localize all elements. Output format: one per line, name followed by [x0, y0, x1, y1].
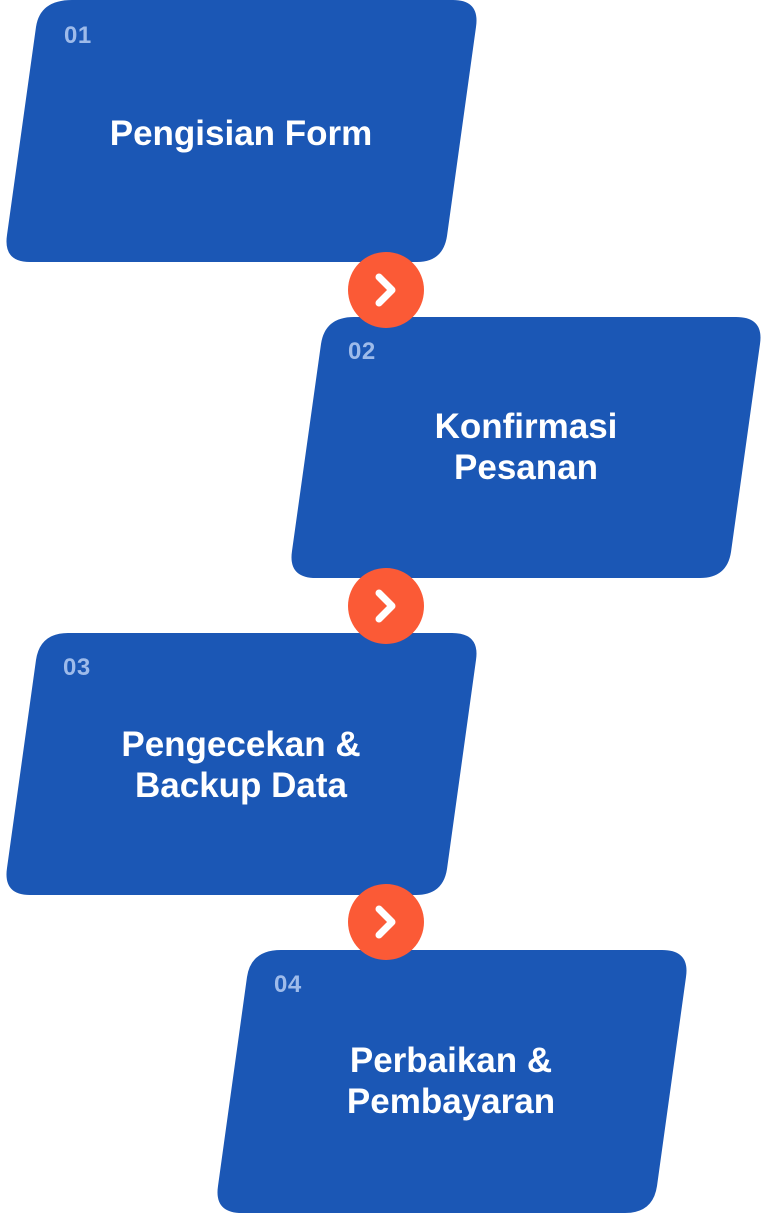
chevron-right-icon	[375, 273, 396, 307]
step-card-04-shape	[217, 950, 687, 1213]
step-title-04-line-1: Perbaikan &	[349, 1041, 553, 1080]
chevron-right-icon	[375, 905, 396, 939]
connector-03-04	[348, 884, 424, 960]
step-card-03-shape	[6, 633, 477, 895]
connector-01-02	[348, 252, 424, 328]
step-number-01: 01	[64, 22, 92, 49]
step-number-02: 02	[348, 338, 376, 365]
step-title-02-line-2: Pesanan	[454, 448, 598, 487]
step-card-01-shape	[6, 0, 477, 262]
step-title-02: Konfirmasi Pesanan	[285, 406, 767, 488]
step-number-04: 04	[274, 971, 302, 998]
step-title-03: Pengecekan & Backup Data	[0, 724, 482, 806]
chevron-right-icon	[375, 589, 396, 623]
step-card-02-shape	[291, 317, 761, 578]
step-title-01: Pengisian Form	[0, 113, 482, 154]
connector-02-03	[348, 568, 424, 644]
step-title-03-line-1: Pengecekan &	[121, 725, 361, 764]
step-title-03-line-2: Backup Data	[134, 766, 348, 805]
step-title-04: Perbaikan & Pembayaran	[210, 1040, 692, 1122]
step-title-04-line-2: Pembayaran	[346, 1082, 556, 1121]
step-number-03: 03	[63, 654, 91, 681]
step-title-01-line-1: Pengisian Form	[109, 114, 373, 153]
step-title-02-line-1: Konfirmasi	[434, 407, 618, 446]
